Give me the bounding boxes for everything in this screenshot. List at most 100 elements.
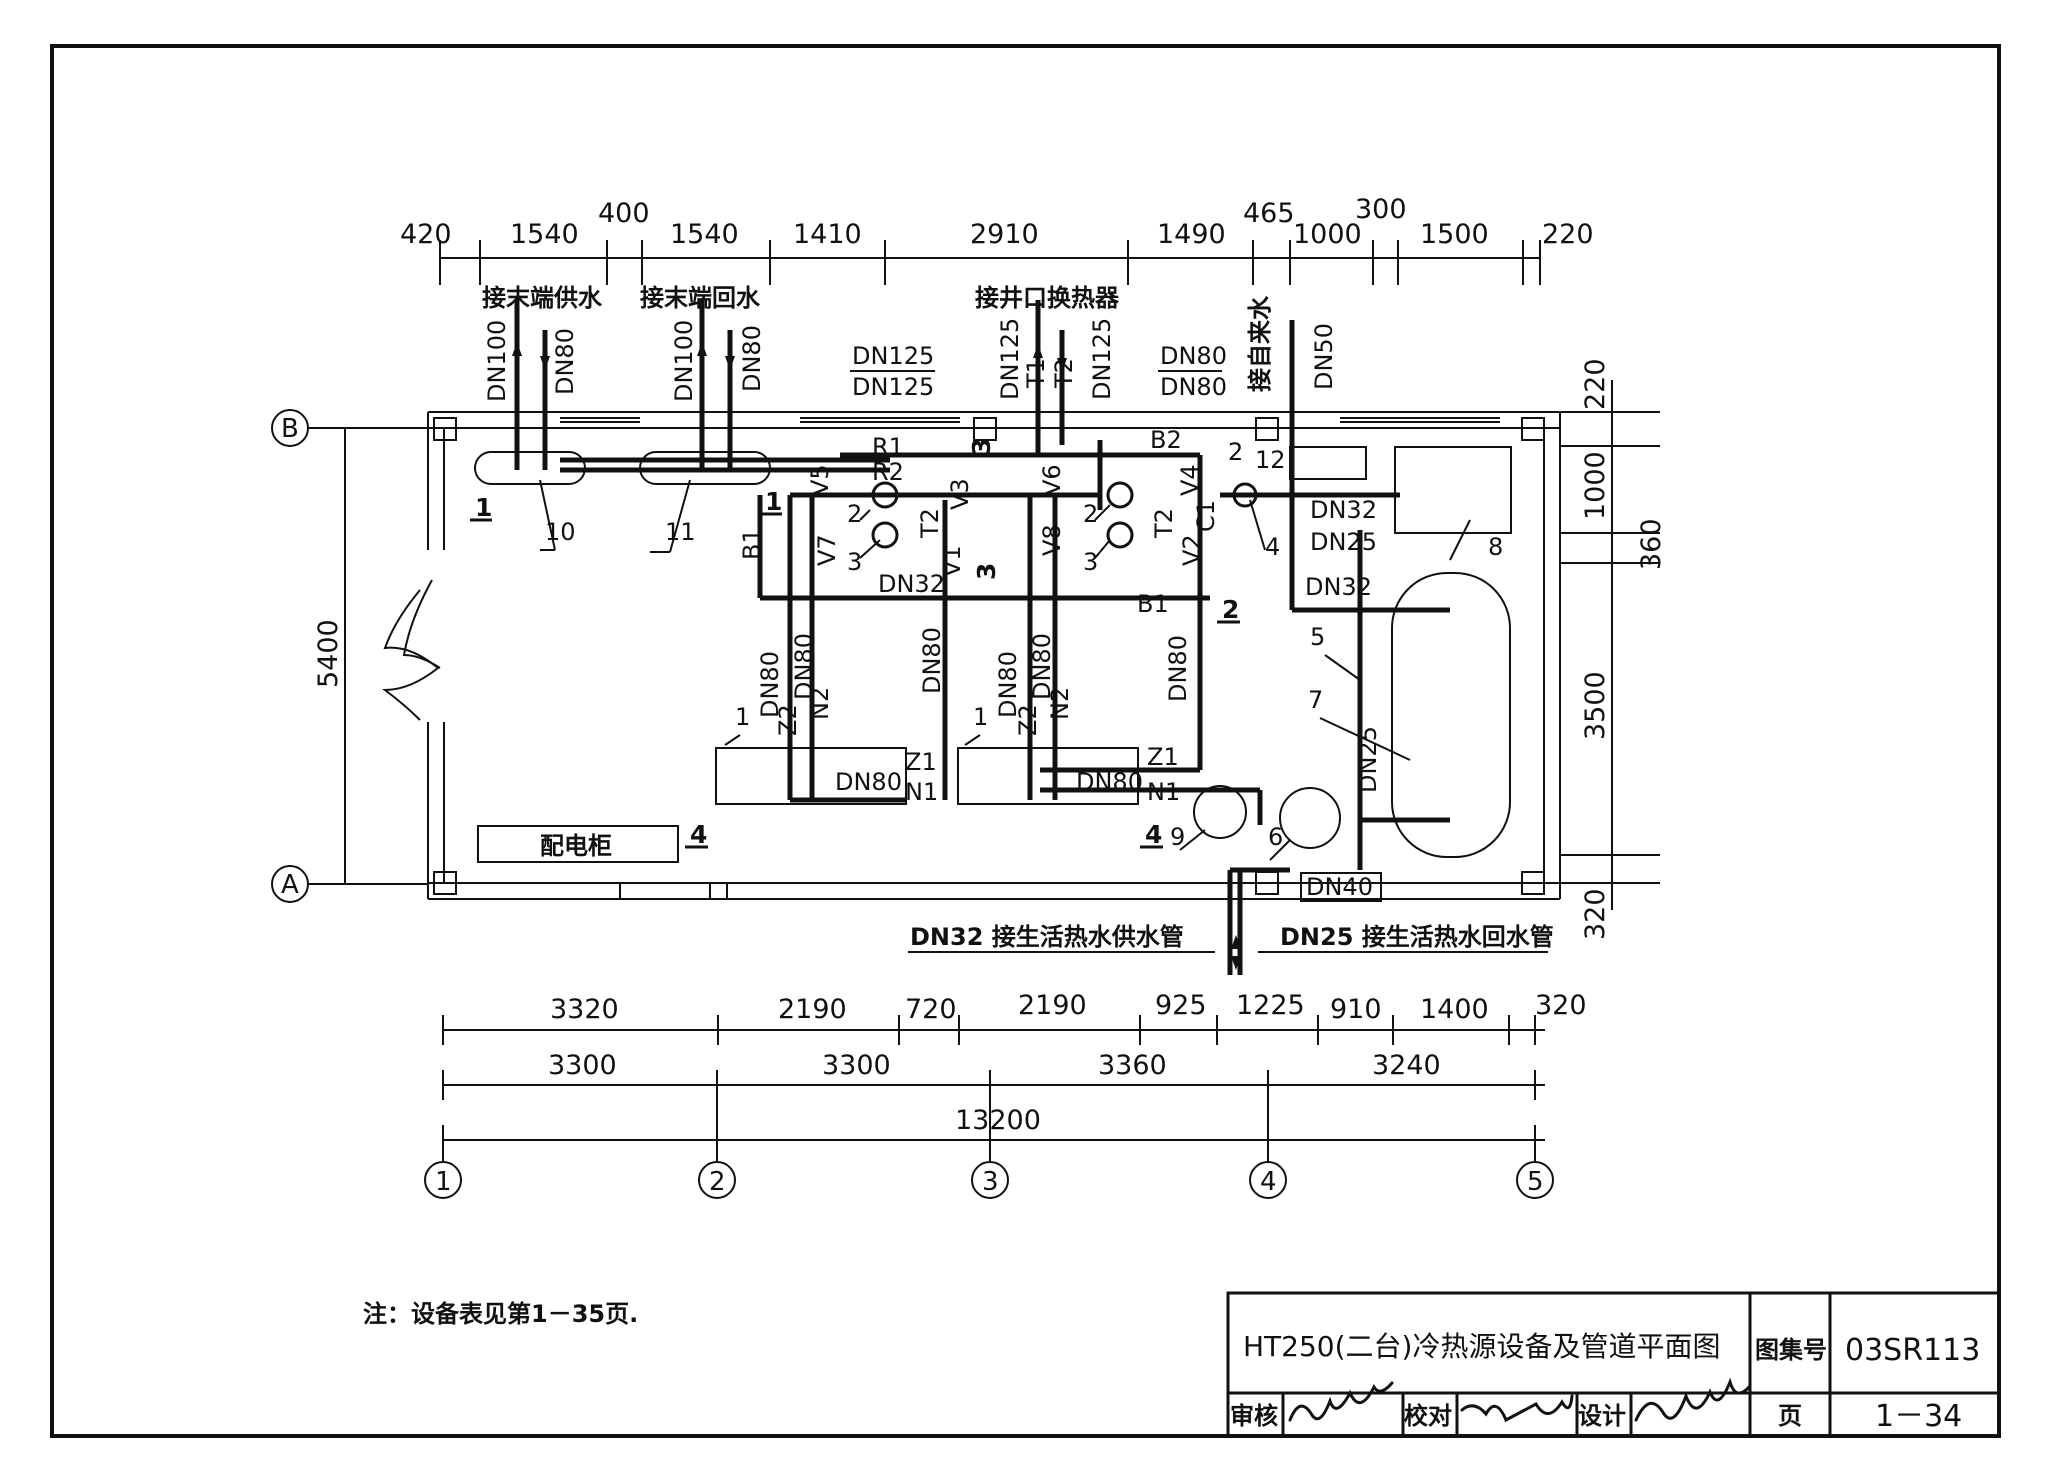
pipe-size-dn32-c: DN32: [878, 570, 945, 598]
check-label: 校对: [1404, 1402, 1452, 1430]
heat-pump-unit-1: [715, 747, 907, 805]
piping-network: [514, 300, 1450, 975]
dim-bottom-1400: 1400: [1420, 994, 1489, 1025]
right-dimension-labels: 220 1000 360 3500 320: [1580, 358, 1667, 940]
axis-label-3: 3: [982, 1167, 999, 1197]
top-dimension-chain: [439, 240, 1541, 285]
equip-num-7: 7: [1308, 686, 1323, 714]
dim-right-1000: 1000: [1580, 451, 1611, 520]
equipment-numbers: 10 11 1 1 2 2 3 3 4 5 6 7 8 9 12 2: [545, 438, 1503, 851]
pipe-size-dn80-v4: DN80: [994, 651, 1022, 718]
tank-9: [1193, 785, 1247, 839]
pipe-size-dn100-b: DN100: [670, 320, 698, 402]
code-b1-a: B1: [738, 528, 766, 560]
drawing-note: 注：设备表见第1－35页.: [363, 1300, 638, 1328]
design-label: 设计: [1578, 1402, 1626, 1430]
electrical-panel-label: 配电柜: [540, 832, 612, 860]
equipment-leaders: [539, 479, 1471, 861]
review-label: 审核: [1230, 1402, 1278, 1430]
equip-num-3a: 3: [847, 548, 862, 576]
code-c1: C1: [1192, 500, 1220, 532]
dim-bottom-2190-a: 2190: [778, 994, 847, 1025]
title-block-text: HT250(二台)冷热源设备及管道平面图 图集号 03SR113 审核 校对 设…: [1230, 1330, 1980, 1434]
code-v5: V5: [806, 464, 834, 496]
dim-axis-3300-a: 3300: [548, 1050, 617, 1081]
softener-12: [1289, 446, 1367, 480]
separator-11: [639, 451, 771, 485]
pipe-size-dn25-a: DN25: [1310, 528, 1377, 556]
column-axis-bubbles: [424, 1161, 1554, 1199]
bottom-dimension-labels: 3320 2190 720 2190 925 1225 910 1400 320…: [548, 990, 1587, 1136]
dim-top-300: 300: [1355, 194, 1407, 225]
code-v1: V1: [938, 545, 966, 577]
tank-7: [1391, 572, 1511, 858]
equip-num-10: 10: [545, 518, 576, 546]
code-v3: V3: [946, 478, 974, 510]
pump-3a: [871, 521, 899, 549]
heat-pump-units: [715, 747, 1139, 805]
tanks: [1193, 446, 1512, 858]
pipe-size-dn80-h2: DN80: [1076, 768, 1143, 796]
pipe-size-dn32-a: DN32: [1310, 496, 1377, 524]
code-z1-b: Z1: [1147, 743, 1179, 771]
label-dhw-supply: DN32 接生活热水供水管: [910, 923, 1184, 951]
axis-label-b: B: [281, 414, 299, 444]
tank-8: [1394, 446, 1512, 534]
pipe-size-dn80-v6: DN80: [1164, 635, 1192, 702]
pipe-size-dn125-t1: DN125: [996, 318, 1024, 400]
dim-right-220: 220: [1580, 358, 1611, 410]
code-t1: T1: [1022, 358, 1050, 389]
dim-bottom-3320: 3320: [550, 994, 619, 1025]
pipe-size-dn32-b: DN32: [1305, 573, 1372, 601]
door-opening: [382, 579, 441, 721]
dim-bottom-1225: 1225: [1236, 990, 1305, 1021]
column-axis-labels: 1 2 3 4 5: [435, 1167, 1544, 1197]
pipe-size-dn80-a: DN80: [551, 328, 579, 395]
code-v7: V7: [813, 534, 841, 566]
title-block: [1226, 1291, 2001, 1438]
dim-bottom-925: 925: [1155, 990, 1207, 1021]
signature-review: [1288, 1381, 1394, 1422]
structural-columns: [433, 417, 1545, 895]
code-r1: R1: [872, 433, 904, 461]
dim-top-1490: 1490: [1157, 219, 1226, 250]
dim-right-360: 360: [1636, 518, 1667, 570]
dim-top-1540-a: 1540: [510, 219, 579, 250]
section-mark-3b: 3: [972, 563, 1001, 580]
code-t2: T2: [1050, 358, 1078, 389]
dim-bottom-910: 910: [1330, 994, 1382, 1025]
code-b1-b: B1: [1137, 590, 1169, 618]
equip-num-12: 12: [1255, 446, 1286, 474]
pipe-size-dn80-top: DN80: [1160, 342, 1227, 370]
pump-2b: [1106, 481, 1134, 509]
dim-axis-3240: 3240: [1372, 1050, 1441, 1081]
pipe-size-dn80-under: DN80: [1160, 373, 1227, 401]
pipe-codes: R1 R2 B1 B1 B2 T1 T2 T2 T2 V1 V2 V3 V4 V…: [738, 358, 1220, 806]
equip-num-4: 4: [1265, 533, 1280, 561]
equip-num-5: 5: [1310, 623, 1325, 651]
section-mark-3a: 3: [967, 438, 996, 455]
dim-left-5400: 5400: [313, 619, 344, 688]
equip-num-2c: 2: [1228, 438, 1243, 466]
section-marks: 1 1 3 3 2 4 4: [470, 438, 1240, 849]
pipe-size-dn100-a: DN100: [483, 320, 511, 402]
code-z1-a: Z1: [905, 748, 937, 776]
pipe-size-dn125-t2: DN125: [1088, 318, 1116, 400]
label-tap-water: 接自来水: [1246, 295, 1274, 392]
dim-top-220: 220: [1542, 219, 1594, 250]
top-pipe-size-horizontal: DN125 DN125 DN80 DN80: [850, 342, 1227, 401]
code-r2: R2: [872, 458, 904, 486]
label-terminal-supply: 接末端供水: [482, 284, 603, 312]
dim-bottom-2190-b: 2190: [1018, 990, 1087, 1021]
page-number: 1－34: [1875, 1399, 1962, 1434]
dim-right-320: 320: [1580, 888, 1611, 940]
pumps: [871, 481, 1258, 549]
pipe-size-dn125-under: DN125: [852, 373, 934, 401]
drawing-border: [50, 44, 2001, 1438]
pipe-size-dn80-b: DN80: [738, 325, 766, 392]
dim-top-1540-b: 1540: [670, 219, 739, 250]
code-v4: V4: [1176, 464, 1204, 496]
flow-arrows: [512, 342, 1241, 970]
pump-3b: [1106, 521, 1134, 549]
equip-num-11: 11: [665, 518, 696, 546]
